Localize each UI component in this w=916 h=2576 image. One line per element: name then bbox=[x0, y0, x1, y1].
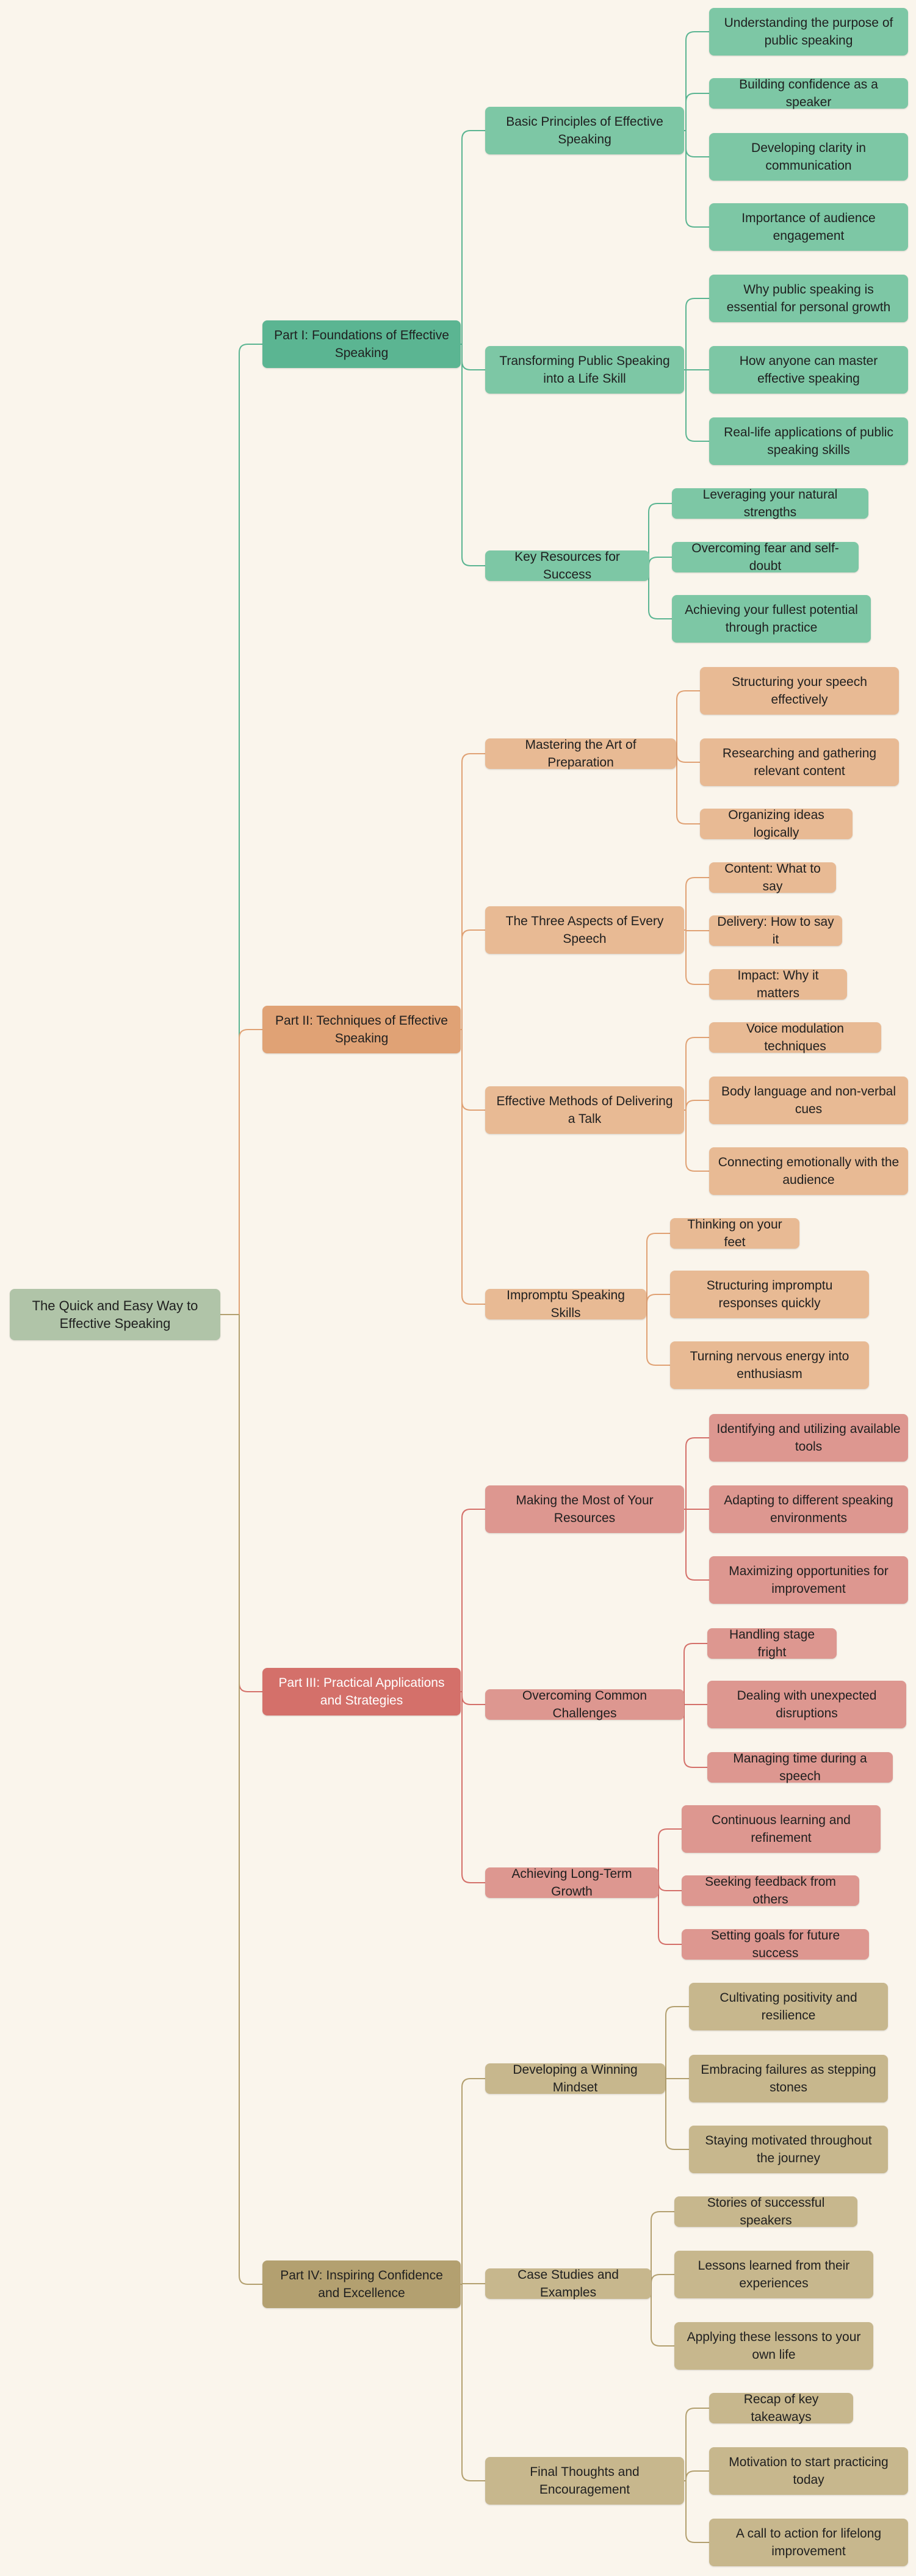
leaf-node[interactable]: Stories of successful speakers bbox=[674, 2196, 857, 2228]
topic-node[interactable]: Impromptu Speaking Skills bbox=[485, 1288, 646, 1320]
connector-path bbox=[220, 1314, 262, 1692]
root-node[interactable]: The Quick and Easy Way to Effective Spea… bbox=[10, 1289, 220, 1340]
connector-path bbox=[648, 503, 672, 619]
connector-path bbox=[651, 2211, 674, 2347]
connector-path bbox=[461, 753, 485, 1305]
leaf-node[interactable]: Delivery: How to say it bbox=[709, 915, 842, 947]
connector-path bbox=[676, 690, 700, 824]
leaf-node[interactable]: Turning nervous energy into enthusiasm bbox=[670, 1341, 869, 1389]
leaf-node[interactable]: Importance of audience engagement bbox=[709, 203, 908, 251]
leaf-node[interactable]: Voice modulation techniques bbox=[709, 1022, 881, 1053]
leaf-node[interactable]: How anyone can master effective speaking bbox=[709, 346, 908, 394]
branch-node-part-3[interactable]: Part III: Practical Applications and Str… bbox=[262, 1668, 461, 1716]
topic-node[interactable]: Effective Methods of Delivering a Talk bbox=[485, 1086, 684, 1134]
leaf-node[interactable]: Body language and non-verbal cues bbox=[709, 1077, 908, 1124]
leaf-node[interactable]: Connecting emotionally with the audience bbox=[709, 1147, 908, 1195]
leaf-node[interactable]: Cultivating positivity and resilience bbox=[689, 1983, 888, 2030]
leaf-node[interactable]: Staying motivated throughout the journey bbox=[689, 2126, 888, 2173]
topic-node[interactable]: Developing a Winning Mindset bbox=[485, 2063, 665, 2094]
leaf-node[interactable]: Maximizing opportunities for improvement bbox=[709, 1556, 908, 1604]
leaf-node[interactable]: Applying these lessons to your own life bbox=[674, 2322, 873, 2370]
connector-path bbox=[684, 298, 709, 442]
topic-node[interactable]: Mastering the Art of Preparation bbox=[485, 738, 676, 770]
topic-node[interactable]: Case Studies and Examples bbox=[485, 2268, 651, 2300]
leaf-node[interactable]: Continuous learning and refinement bbox=[682, 1805, 881, 1853]
connector-path bbox=[461, 130, 485, 566]
leaf-node[interactable]: Handling stage fright bbox=[707, 1628, 837, 1659]
topic-node[interactable]: Overcoming Common Challenges bbox=[485, 1689, 684, 1720]
leaf-node[interactable]: Seeking feedback from others bbox=[682, 1875, 859, 1907]
leaf-node[interactable]: Managing time during a speech bbox=[707, 1752, 893, 1783]
leaf-node[interactable]: Setting goals for future success bbox=[682, 1928, 869, 1960]
branch-node-part-4[interactable]: Part IV: Inspiring Confidence and Excell… bbox=[262, 2260, 461, 2308]
topic-node[interactable]: Making the Most of Your Resources bbox=[485, 1485, 684, 1533]
connector-path bbox=[684, 31, 709, 228]
connector-path bbox=[220, 1314, 262, 2285]
connector-path bbox=[220, 1029, 262, 1315]
connector-path bbox=[220, 344, 262, 1315]
leaf-node[interactable]: Developing clarity in communication bbox=[709, 133, 908, 181]
leaf-node[interactable]: Overcoming fear and self-doubt bbox=[672, 541, 859, 573]
leaf-node[interactable]: Organizing ideas logically bbox=[700, 808, 853, 840]
connector-path bbox=[684, 877, 709, 985]
leaf-node[interactable]: Recap of key takeaways bbox=[709, 2392, 853, 2424]
leaf-node[interactable]: Dealing with unexpected disruptions bbox=[707, 1681, 906, 1728]
branch-node-part-1[interactable]: Part I: Foundations of Effective Speakin… bbox=[262, 320, 461, 368]
leaf-node[interactable]: Leveraging your natural strengths bbox=[672, 488, 868, 519]
connector-path bbox=[461, 1509, 485, 1883]
connector-path bbox=[684, 2408, 709, 2543]
topic-node[interactable]: Key Resources for Success bbox=[485, 550, 649, 582]
connector-path bbox=[684, 1037, 709, 1172]
connector-path bbox=[461, 2078, 485, 2481]
connector-path bbox=[683, 1643, 707, 1768]
connector-path bbox=[646, 1233, 670, 1366]
leaf-node[interactable]: Building confidence as a speaker bbox=[709, 78, 908, 109]
branch-node-part-2[interactable]: Part II: Techniques of Effective Speakin… bbox=[262, 1006, 461, 1053]
leaf-node[interactable]: Thinking on your feet bbox=[670, 1218, 799, 1249]
topic-node[interactable]: Final Thoughts and Encouragement bbox=[485, 2457, 684, 2505]
connector-path bbox=[658, 1828, 682, 1945]
leaf-node[interactable]: Real-life applications of public speakin… bbox=[709, 417, 908, 465]
leaf-node[interactable]: Understanding the purpose of public spea… bbox=[709, 8, 908, 56]
connector-path bbox=[684, 1437, 709, 1581]
leaf-node[interactable]: Structuring your speech effectively bbox=[700, 667, 899, 715]
topic-node[interactable]: Achieving Long-Term Growth bbox=[485, 1867, 658, 1899]
leaf-node[interactable]: Achieving your fullest potential through… bbox=[672, 595, 871, 643]
topic-node[interactable]: The Three Aspects of Every Speech bbox=[485, 906, 684, 954]
connector-path bbox=[665, 2006, 689, 2150]
leaf-node[interactable]: Impact: Why it matters bbox=[709, 969, 847, 1000]
topic-node[interactable]: Basic Principles of Effective Speaking bbox=[485, 107, 684, 154]
leaf-node[interactable]: Structuring impromptu responses quickly bbox=[670, 1271, 869, 1318]
leaf-node[interactable]: Motivation to start practicing today bbox=[709, 2447, 908, 2495]
leaf-node[interactable]: Identifying and utilizing available tool… bbox=[709, 1414, 908, 1462]
leaf-node[interactable]: Adapting to different speaking environme… bbox=[709, 1485, 908, 1533]
leaf-node[interactable]: A call to action for lifelong improvemen… bbox=[709, 2519, 908, 2566]
leaf-node[interactable]: Why public speaking is essential for per… bbox=[709, 275, 908, 322]
leaf-node[interactable]: Content: What to say bbox=[709, 862, 836, 893]
leaf-node[interactable]: Lessons learned from their experiences bbox=[674, 2251, 873, 2298]
topic-node[interactable]: Transforming Public Speaking into a Life… bbox=[485, 346, 684, 394]
leaf-node[interactable]: Researching and gathering relevant conte… bbox=[700, 738, 899, 786]
leaf-node[interactable]: Embracing failures as stepping stones bbox=[689, 2055, 888, 2102]
